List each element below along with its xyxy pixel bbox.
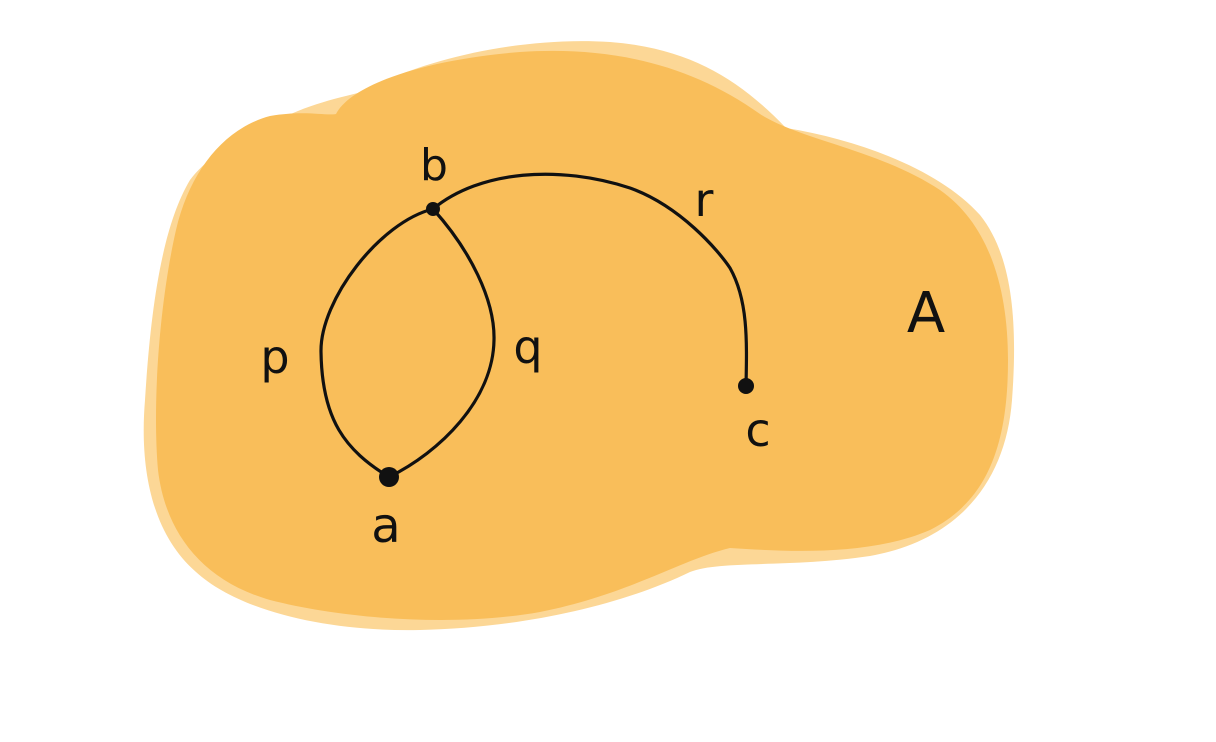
point-c	[738, 378, 754, 394]
label-region-a: A	[907, 281, 945, 346]
label-point-b: b	[420, 140, 448, 191]
region-a-inner-fill	[156, 50, 1008, 621]
point-b	[426, 202, 440, 216]
path-q	[387, 207, 496, 479]
path-curves	[319, 172, 749, 479]
label-path-p: p	[260, 330, 289, 384]
region-a	[143, 41, 1015, 631]
labels: b a c p q r A	[260, 140, 945, 554]
label-point-c: c	[745, 403, 770, 457]
label-point-a: a	[371, 498, 400, 554]
label-path-q: q	[513, 320, 542, 374]
point-a	[379, 467, 399, 487]
path-r	[431, 172, 749, 388]
points	[379, 202, 754, 487]
label-path-r: r	[695, 173, 714, 227]
path-p	[319, 207, 435, 479]
